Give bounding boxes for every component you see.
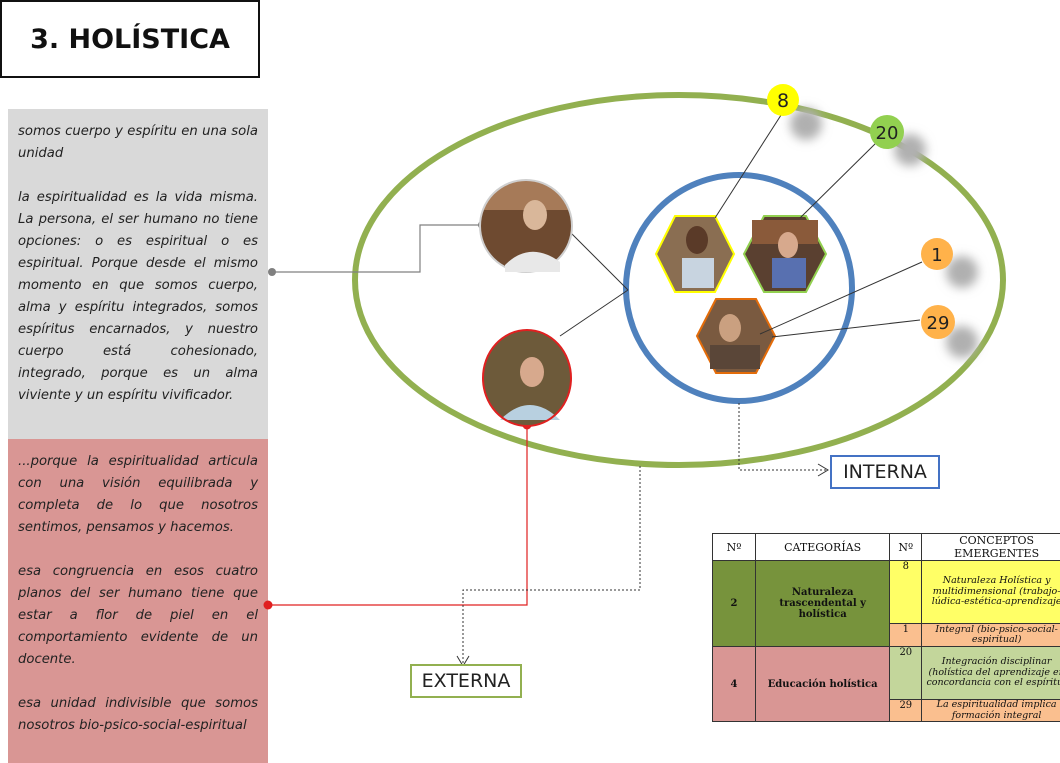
badge-1-circle [921, 238, 953, 270]
red-connector [268, 425, 528, 606]
table-row: 29 La espiritualidad implica formación i… [713, 699, 1060, 722]
group-category: Educación holística [754, 646, 891, 722]
concept-num: 29 [889, 699, 923, 722]
participant-photo-bottom [482, 329, 572, 427]
concept-text: Naturaleza Holística y multidimensional … [921, 560, 1060, 624]
dashed-arrow-externa [462, 466, 641, 665]
link-line [569, 231, 629, 291]
concept-text: Integral (bio-psico-social-espiritual) [921, 623, 1060, 647]
group-num: 2 [712, 560, 756, 647]
page-title: 3. HOLÍSTICA [30, 23, 230, 55]
group-category: Naturaleza trascendental y holística [754, 560, 891, 647]
badge-20: 20 [870, 115, 904, 149]
outer-ellipse-externa [352, 92, 1006, 468]
gray-connector [270, 224, 482, 273]
label-externa: EXTERNA [410, 664, 522, 698]
red-connector-dot [263, 600, 273, 610]
hexagon-photo-20 [742, 215, 828, 293]
link-line [559, 289, 629, 337]
concept-num: 20 [889, 646, 923, 700]
quote-text: esa congruencia en esos cuatro planos de… [18, 564, 258, 667]
hexagon-photo-8 [654, 215, 736, 293]
gray-connector-dot [268, 268, 276, 276]
badge-line-8 [714, 111, 784, 219]
header-categorias: CATEGORÍAS [754, 533, 891, 561]
dashed-arrow-interna [738, 403, 826, 471]
concept-text: Integración disciplinar (holística del a… [921, 646, 1060, 700]
badge-8: 8 [767, 84, 799, 116]
badge-line-29 [771, 319, 921, 338]
quote-text: ...porque la espiritualidad articula con… [18, 454, 258, 535]
badge-8-text: 8 [777, 90, 789, 112]
participant-photo-top [479, 179, 573, 273]
title-box: 3. HOLÍSTICA [0, 0, 260, 78]
badge-29-circle [921, 305, 955, 339]
badge-20-circle [870, 115, 904, 149]
badge-20-text: 20 [876, 123, 899, 144]
badge-line-20 [799, 141, 878, 219]
quote-panel-red: ...porque la espiritualidad articula con… [8, 439, 268, 763]
concept-text: La espiritualidad implica formación inte… [921, 699, 1060, 722]
badge-1-text: 1 [931, 245, 942, 266]
categories-table: Nº CATEGORÍAS Nº CONCEPTOS EMERGENTES 2 … [712, 533, 1060, 722]
quote-text: la espiritualidad es la vida misma. La p… [18, 190, 258, 403]
quote-text: esa unidad indivisible que somos nosotro… [18, 696, 258, 733]
badge-8-circle [767, 84, 799, 116]
label-interna-text: INTERNA [843, 461, 927, 483]
table-row: 2 Naturaleza trascendental y holística 8… [712, 560, 1060, 647]
table-header-row: Nº CATEGORÍAS Nº CONCEPTOS EMERGENTES [712, 533, 1060, 561]
badge-line-1 [759, 261, 923, 335]
label-interna: INTERNA [830, 455, 940, 489]
arrow-head [817, 463, 829, 477]
quote-panel-gray: somos cuerpo y espíritu en una sola unid… [8, 109, 268, 439]
header-num2: Nº [889, 533, 923, 561]
header-conceptos: CONCEPTOS EMERGENTES [921, 533, 1060, 561]
hexagon-photo-1-29 [695, 298, 777, 374]
badge-29-text: 29 [927, 313, 950, 334]
badge-1: 1 [921, 238, 953, 270]
table-row: 4 Educación holística 20 Integración dis… [712, 646, 1060, 722]
concept-num: 8 [889, 560, 923, 624]
concept-num: 1 [889, 623, 923, 647]
table-row: 1 Integral (bio-psico-social-espiritual) [713, 623, 1060, 647]
quote-text: somos cuerpo y espíritu en una sola unid… [18, 124, 258, 161]
header-num: Nº [712, 533, 756, 561]
group-num: 4 [712, 646, 756, 722]
label-externa-text: EXTERNA [421, 670, 511, 692]
badge-29: 29 [921, 305, 955, 339]
